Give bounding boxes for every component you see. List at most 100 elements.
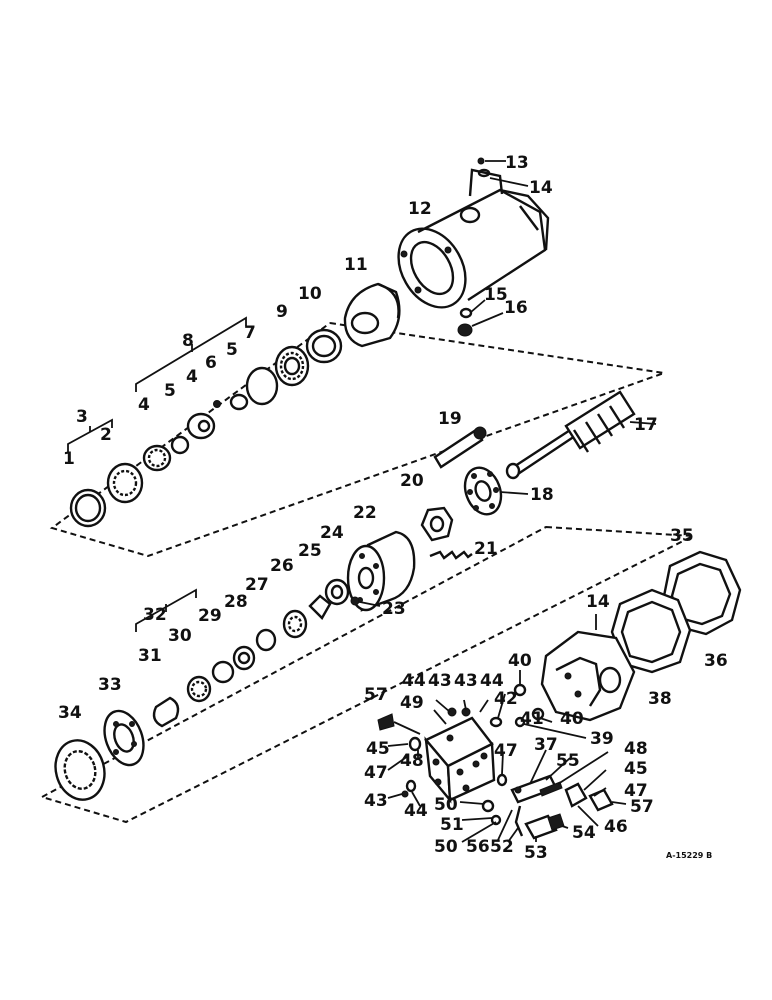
label-22: 22: [353, 503, 377, 523]
label-51: 51: [440, 815, 464, 835]
bearing-9: [274, 345, 310, 387]
label-42: 42: [494, 689, 518, 709]
pin-19: [433, 426, 487, 469]
bearing-carrier-11: [343, 282, 401, 348]
label-18: 18: [530, 485, 554, 505]
plate-33: [103, 709, 145, 767]
label-48-left: 48: [400, 751, 424, 771]
washer-24: [324, 578, 350, 606]
label-53: 53: [524, 843, 548, 863]
label-40-mid: 40: [560, 709, 584, 729]
washer-5-upper: [229, 393, 249, 411]
label-32: 32: [143, 605, 167, 625]
bearing-26: [282, 609, 308, 639]
label-27: 27: [245, 575, 269, 595]
label-44-left: 44: [402, 671, 426, 691]
race-29: [211, 660, 235, 684]
label-56: 56: [466, 837, 490, 857]
label-25: 25: [298, 541, 322, 561]
label-5-lower: 5: [164, 381, 176, 401]
plug-16: [457, 312, 504, 337]
valve-small-parts: [377, 683, 614, 840]
label-7: 7: [244, 323, 256, 343]
bracket-32: [135, 588, 197, 632]
label-31: 31: [138, 646, 162, 666]
label-23: 23: [382, 599, 406, 619]
label-9: 9: [276, 302, 288, 322]
label-40-top: 40: [508, 651, 532, 671]
label-57-left: 57: [364, 685, 388, 705]
label-2: 2: [100, 425, 112, 445]
label-6: 6: [205, 353, 217, 373]
bushing-31: [152, 696, 180, 728]
gasket-14: [477, 168, 529, 187]
label-13: 13: [505, 153, 529, 173]
label-16: 16: [504, 298, 528, 318]
washer-5-lower: [170, 435, 190, 455]
race-4-upper: [186, 412, 216, 440]
bearing-2: [106, 462, 144, 504]
label-43-top1: 43: [428, 671, 452, 691]
bracket-8: [135, 316, 247, 392]
label-30: 30: [168, 626, 192, 646]
label-45-right: 45: [624, 759, 648, 779]
label-33: 33: [98, 675, 122, 695]
plate-18: [463, 466, 529, 516]
bracket-3: [67, 418, 113, 452]
label-15: 15: [484, 285, 508, 305]
ring-27: [255, 628, 277, 652]
label-48-right: 48: [624, 739, 648, 759]
seal-10: [305, 328, 343, 364]
bearing-34: [54, 739, 106, 801]
cup-1: [69, 488, 107, 528]
label-38: 38: [648, 689, 672, 709]
label-26: 26: [270, 556, 294, 576]
label-19: 19: [438, 409, 462, 429]
label-4-lower: 4: [138, 395, 150, 415]
label-28: 28: [224, 592, 248, 612]
label-34: 34: [58, 703, 82, 723]
label-44-right: 44: [480, 671, 504, 691]
label-44-bottom: 44: [404, 801, 428, 821]
screw-13: [477, 157, 506, 165]
label-52: 52: [490, 837, 514, 857]
label-8: 8: [182, 331, 194, 351]
label-55: 55: [556, 751, 580, 771]
label-14-top: 14: [529, 178, 553, 198]
label-14-lower: 14: [586, 592, 610, 612]
label-12: 12: [408, 199, 432, 219]
label-37: 37: [534, 735, 558, 755]
label-45-left: 45: [366, 739, 390, 759]
motor-housing: [397, 168, 550, 309]
label-3: 3: [76, 407, 88, 427]
spring-21: [429, 550, 473, 560]
label-50-lower: 50: [434, 837, 458, 857]
label-43-top2: 43: [454, 671, 478, 691]
label-29: 29: [198, 606, 222, 626]
label-5-upper: 5: [226, 340, 238, 360]
label-57-right: 57: [630, 797, 654, 817]
part-number-labels: 1 2 3 4 5 4 6 5 7 8 9 10 11 12 13 14 15 …: [58, 153, 728, 863]
label-50-upper: 50: [434, 795, 458, 815]
label-46: 46: [604, 817, 628, 837]
label-10: 10: [298, 284, 322, 304]
label-20: 20: [400, 471, 424, 491]
valve-leader-lines: [387, 670, 627, 843]
ball-23: [350, 596, 360, 606]
label-1: 1: [63, 449, 75, 469]
oring-15: [459, 299, 486, 319]
washer-28: [232, 645, 256, 671]
label-24: 24: [320, 523, 344, 543]
label-11: 11: [344, 255, 368, 275]
label-43-left: 43: [364, 791, 388, 811]
gear-20: [420, 506, 454, 542]
label-47-mid: 47: [494, 741, 518, 761]
spacer-25: [308, 594, 332, 620]
rotor-22: [346, 530, 416, 612]
label-17: 17: [634, 415, 658, 435]
label-54: 54: [572, 823, 596, 843]
label-35: 35: [670, 526, 694, 546]
label-47-right: 47: [624, 781, 648, 801]
spacer-6: [213, 400, 221, 408]
